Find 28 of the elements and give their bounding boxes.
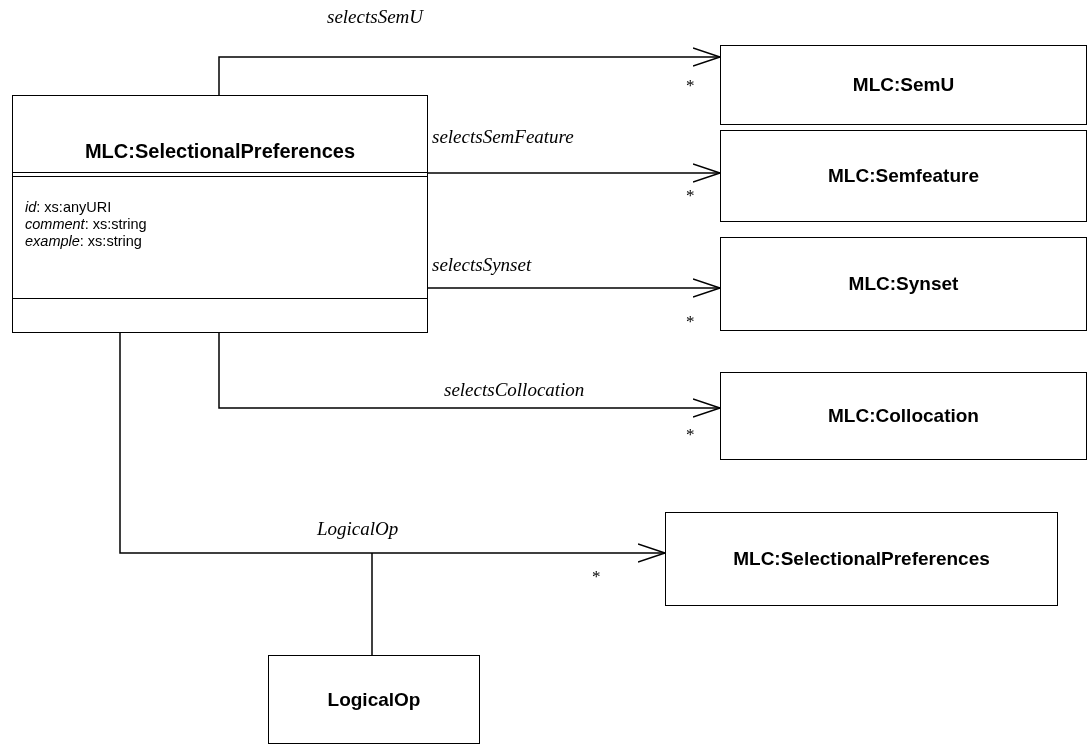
class-name: MLC:Synset: [847, 273, 960, 295]
association-arrow: [427, 163, 721, 183]
association-arrow: [218, 332, 721, 418]
class-name: MLC:SelectionalPreferences: [732, 548, 991, 570]
association-arrow: [218, 47, 721, 96]
attribute-text: comment: xs:string: [25, 216, 147, 233]
class-name: MLC:SelectionalPreferences: [83, 140, 357, 163]
class-box: [12, 95, 428, 333]
class-name: LogicalOp: [326, 688, 422, 711]
multiplicity-label: *: [686, 76, 695, 96]
association-arrow: [119, 332, 666, 563]
class-box: [268, 655, 480, 744]
association-arrow: [427, 278, 721, 298]
class-box: [665, 512, 1058, 606]
class-box: [720, 237, 1087, 331]
association-class-link: [371, 552, 373, 656]
attribute-text: id: xs:anyURI: [25, 199, 112, 216]
class-box: [720, 372, 1087, 460]
attribute-text: example: xs:string: [25, 233, 142, 250]
multiplicity-label: *: [592, 567, 601, 587]
multiplicity-label: *: [686, 425, 695, 445]
class-name: MLC:Semfeature: [827, 165, 980, 187]
multiplicity-label: *: [686, 312, 695, 332]
class-name: MLC:Collocation: [827, 405, 980, 427]
class-box: [720, 130, 1087, 222]
multiplicity-label: *: [686, 186, 695, 206]
class-box: [720, 45, 1087, 125]
class-name: MLC:SemU: [851, 74, 956, 96]
